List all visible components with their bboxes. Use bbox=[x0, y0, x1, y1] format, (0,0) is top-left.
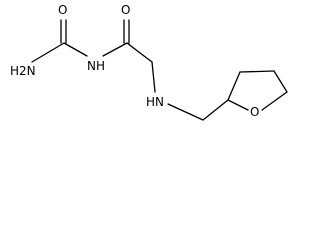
atom-label-carbonyl-o-right: O bbox=[121, 3, 130, 17]
atom-label-carbonyl-o-left: O bbox=[58, 3, 67, 17]
ring-bond-c5-c6 bbox=[227, 71, 241, 101]
atom-label-amine-nh: HN bbox=[146, 95, 164, 109]
structure-canvas: H2N O NH O HN O bbox=[10, 3, 288, 121]
atom-label-ring-o: O bbox=[250, 105, 259, 119]
ring-bond-c6-c7 bbox=[239, 70, 275, 73]
bond-c3-n3 bbox=[151, 61, 156, 93]
bond-n3-c4 bbox=[167, 103, 204, 121]
ring-bond-c7-c8 bbox=[273, 70, 288, 93]
bond-c4-c5 bbox=[202, 99, 229, 121]
bond-layer bbox=[31, 19, 288, 121]
ring-bond-o-c5 bbox=[227, 99, 249, 111]
bond-c1-n2 bbox=[63, 42, 88, 57]
bond-n2-c2 bbox=[102, 42, 128, 57]
bond-n1-c1 bbox=[31, 42, 65, 63]
molecule-structure: H2N O NH O HN O bbox=[10, 3, 288, 121]
atom-label-amide-nh: NH bbox=[87, 59, 105, 73]
atom-label-layer: H2N O NH O HN O bbox=[10, 3, 259, 119]
ring-bond-c8-o bbox=[261, 91, 288, 111]
atom-label-nh2: H2N bbox=[10, 64, 36, 78]
bond-c2-c3 bbox=[126, 42, 153, 63]
